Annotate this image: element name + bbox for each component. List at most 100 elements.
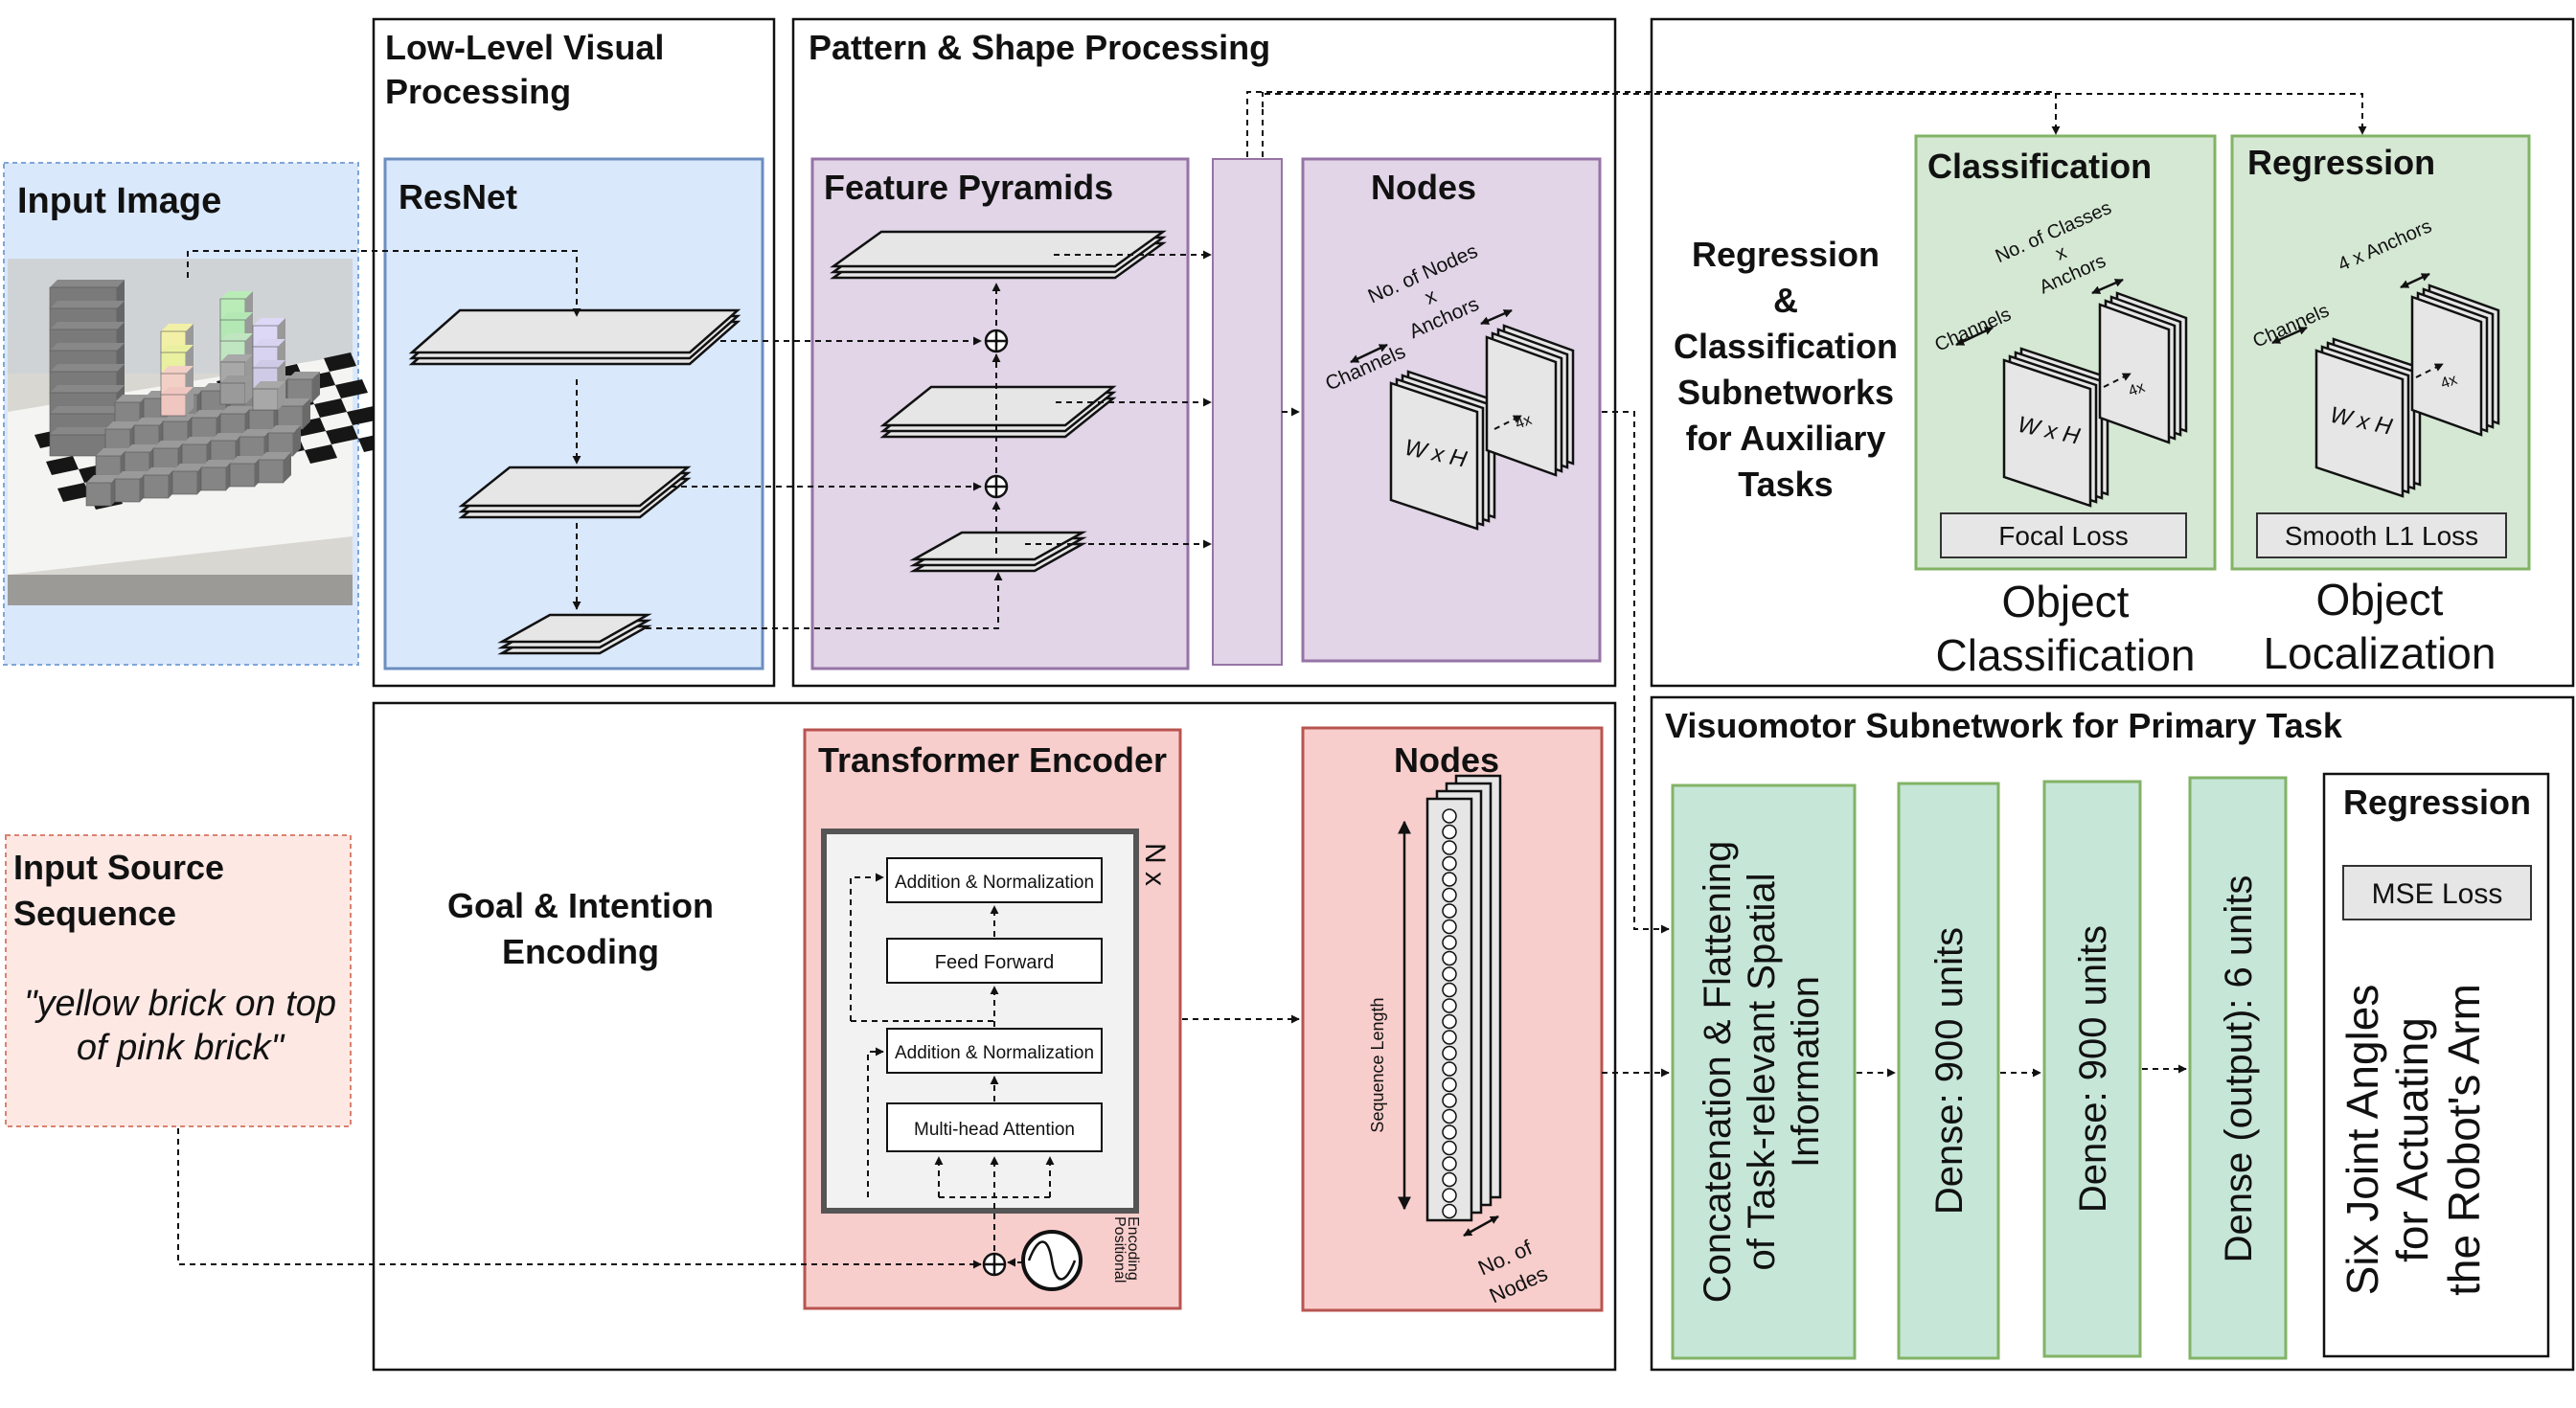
checker-square <box>324 352 356 372</box>
cls-channels-arrow <box>1955 326 1994 347</box>
object-classification-1: Object <box>2002 577 2130 626</box>
classification-title: Classification <box>1927 147 2152 186</box>
checker-square <box>335 379 368 398</box>
aux-title-line: & <box>1773 281 1798 320</box>
checker-square <box>46 456 79 475</box>
node-circle <box>1442 1171 1457 1188</box>
sequence-length-label: Sequence Length <box>1368 997 1387 1132</box>
input-source-title-1: Input Source <box>13 848 224 887</box>
wall-brick-top <box>50 322 125 329</box>
object-classification-2: Classification <box>1936 630 2196 680</box>
nx-label: N x <box>1139 843 1171 886</box>
colored-brick <box>252 388 279 411</box>
wall-brick-top <box>50 343 125 351</box>
bar-to-classification <box>1246 91 2061 157</box>
node-circle <box>1442 966 1457 982</box>
wall-brick-top <box>50 406 125 414</box>
node-circle <box>1442 982 1457 998</box>
nodes-label-bottom: Nodes <box>1394 740 1499 780</box>
aux-title-line: Regression <box>1692 235 1880 274</box>
colored-brick-side <box>186 387 194 416</box>
grey-brick-top <box>115 471 148 479</box>
colored-brick-top <box>161 387 194 395</box>
pyramid-layer-3 <box>909 531 1087 561</box>
colored-brick <box>219 382 246 405</box>
cls-wxh-cube <box>2002 358 2092 508</box>
wall-brick-top <box>50 301 125 308</box>
input-source-panel: Input Source Sequence "yellow brick on t… <box>5 834 352 1127</box>
grey-brick-top <box>239 429 272 437</box>
node-circle <box>1442 840 1457 855</box>
resnet-layer-1 <box>408 308 741 354</box>
reg-4x-arrow <box>2415 363 2444 378</box>
colored-brick-side <box>245 375 253 404</box>
colored-brick-side <box>278 381 285 410</box>
reg-wxh-cube <box>2314 349 2405 498</box>
mha-label: Multi-head Attention <box>914 1120 1075 1140</box>
colored-brick-top <box>253 360 285 368</box>
grey-brick <box>229 463 256 488</box>
pattern-title: Pattern & Shape Processing <box>809 28 1270 67</box>
colored-brick-top <box>253 381 285 389</box>
reg-anchors-arrow <box>2400 272 2430 289</box>
colored-brick-top <box>220 333 253 341</box>
aux-title-line: for Auxiliary <box>1686 419 1886 458</box>
low-level-title-1: Low-Level Visual <box>385 28 664 67</box>
colored-brick-top <box>220 291 253 299</box>
node-circle <box>1442 1093 1457 1108</box>
add-norm-label-1: Addition & Normalization <box>895 873 1094 893</box>
output-label-3: the Robot's Arm <box>2439 984 2489 1296</box>
node-circle <box>1442 1188 1457 1203</box>
grey-brick-top <box>125 444 157 452</box>
mse-loss-label: MSE Loss <box>2372 878 2503 910</box>
checker-square <box>326 425 358 444</box>
node-circle <box>1442 1140 1457 1156</box>
feed-forward-box <box>886 938 1103 984</box>
node-circle <box>1442 998 1457 1013</box>
checker-square <box>347 406 379 425</box>
colored-brick-top <box>220 354 253 362</box>
node-circle <box>1442 1156 1457 1171</box>
nodes-column <box>1398 774 1502 1238</box>
input-source-title-2: Sequence <box>13 894 176 933</box>
colored-brick-top <box>253 339 285 347</box>
node-circle <box>1442 1030 1457 1045</box>
nodes-anchors-arrow <box>1480 308 1513 326</box>
grey-brick-top <box>230 456 262 464</box>
concat-label-3: Information <box>1785 976 1827 1168</box>
visuomotor-panel: Visuomotor Subnetwork for Primary Task C… <box>1650 695 2575 1372</box>
object-localization-1: Object <box>2316 575 2444 625</box>
add-norm-label-2: Addition & Normalization <box>895 1043 1094 1063</box>
nodes-4x-arrow <box>1493 415 1522 430</box>
checker-square <box>305 444 337 464</box>
dense-output-label: Dense (output): 6 units <box>2218 875 2260 1263</box>
cls-4x-arrow <box>2103 373 2131 388</box>
colored-brick-top <box>161 345 194 352</box>
grey-brick-top <box>172 464 205 471</box>
wall-brick-top <box>50 385 125 393</box>
grey-brick <box>200 466 227 491</box>
input-photo <box>8 259 391 605</box>
nodes-channels-arrow <box>1350 343 1388 364</box>
node-circle <box>1442 919 1457 935</box>
node-circle <box>1442 872 1457 887</box>
input-to-posenc <box>177 1128 982 1269</box>
node-circle <box>1442 1045 1457 1061</box>
input-image-panel: Input Image <box>3 162 391 666</box>
output-label-2: for Actuating <box>2387 1017 2437 1262</box>
grey-brick-top <box>201 460 234 467</box>
reg-4x-cube <box>2410 295 2483 437</box>
flow-arrows <box>177 91 2367 1291</box>
image-to-resnet-arrow <box>187 250 581 317</box>
nodes-to-concat-top <box>1602 411 1670 934</box>
aux-title-line: Subnetworks <box>1677 373 1894 412</box>
node-circle <box>1442 824 1457 840</box>
node-circle <box>1442 887 1457 903</box>
grey-brick <box>258 459 285 484</box>
aux-title-line: Classification <box>1674 327 1898 366</box>
grey-brick-top <box>192 410 224 418</box>
nodes-4x-cube <box>1485 335 1558 477</box>
low-level-panel: Low-Level Visual Processing ResNet <box>372 17 776 688</box>
colored-brick-top <box>220 375 253 383</box>
